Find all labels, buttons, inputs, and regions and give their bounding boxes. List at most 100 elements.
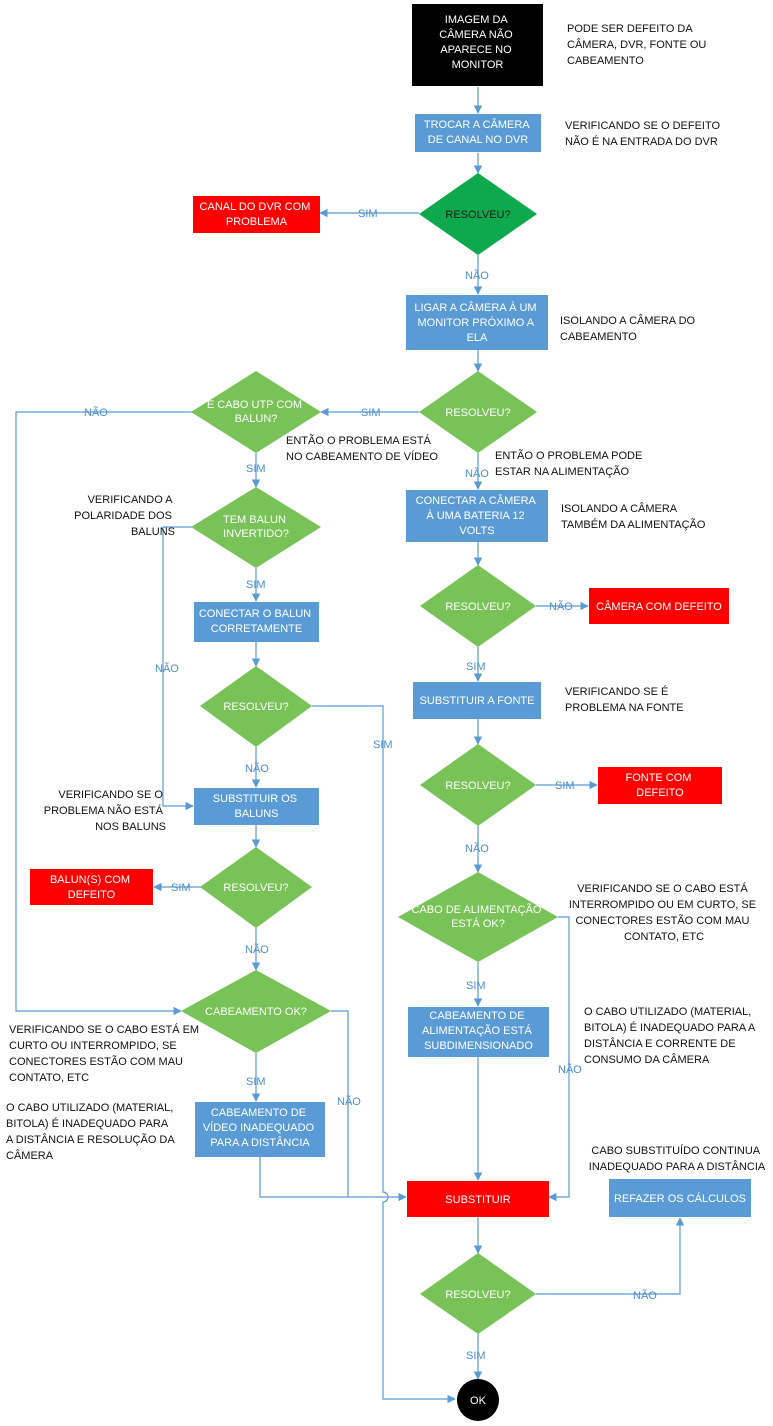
decision-resolveu-1: RESOLVEU? — [419, 173, 537, 255]
note: ISOLANDO A CÂMERA TAMBÉM DA ALIMENTAÇÃO — [561, 502, 706, 531]
edge-label-no: NÃO — [465, 842, 489, 855]
edge-label-yes: SIM — [246, 579, 266, 591]
decision-utp-balun: É CABO UTP COM BALUN? — [191, 371, 321, 453]
alert-baluns-defeito: BALUN(S) COM DEFEITO — [30, 869, 153, 905]
connector — [259, 1157, 407, 1202]
svg-text:CÂMERA COM DEFEITO: CÂMERA COM DEFEITO — [596, 600, 722, 613]
decision-resolveu-7: RESOLVEU? — [420, 1253, 536, 1334]
edge-label-yes: SIM — [466, 1350, 486, 1362]
note: VERIFICANDO SE O PROBLEMA NÃO ESTÁ NOS B… — [44, 789, 166, 833]
edge-label-yes: SIM — [466, 980, 486, 992]
svg-text:REFAZER OS CÁLCULOS: REFAZER OS CÁLCULOS — [614, 1192, 746, 1205]
svg-text:CONECTAR O BALUN CORRE: CONECTAR O BALUN CORRETAMENTE — [199, 608, 314, 635]
end-node: OK — [457, 1379, 499, 1421]
note: VERIFICANDO SE O CABO ESTÁ INTERROMPIDO … — [569, 882, 759, 943]
edge-label-yes: SIM — [171, 882, 191, 894]
svg-text:BALUN(S) COM DEFEITO: BALUN(S) COM DEFEITO — [50, 874, 133, 901]
connector — [548, 916, 570, 1202]
note: VERIFICANDO A POLARIDADE DOS BALUNS — [74, 494, 175, 538]
process-ligar-monitor: LIGAR A CÂMERA À UM MONITOR PRÓXIMO A EL… — [406, 295, 548, 350]
edge-label-no: NÃO — [549, 600, 573, 613]
decision-cabo-alimentacao: CABO DE ALIMENTAÇÃO ESTÁ OK? — [398, 872, 558, 962]
process-conectar-bateria: CONECTAR A CÂMERA À UMA BATERIA 12 VOLTS — [406, 490, 548, 542]
decision-cabeamento-ok: CABEAMENTO OK? — [181, 970, 331, 1053]
process-substituir-fonte: SUBSTITUIR A FONTE — [413, 682, 541, 719]
note: VERIFICANDO SE O DEFEITO NÃO É NA ENTRAD… — [565, 120, 723, 148]
svg-text:RESOLVEU?: RESOLVEU? — [445, 407, 510, 419]
edge-labels: SIM NÃO SIM NÃO NÃO SIM SIM NÃO NÃO SIM … — [84, 208, 657, 1362]
note: O CABO UTILIZADO (MATERIAL, BITOLA) É IN… — [6, 1102, 177, 1162]
edge-label-no: NÃO — [245, 762, 269, 775]
svg-text:FONTE COM DEFEITO: FONTE COM DEFEITO — [625, 772, 694, 799]
note: VERIFICANDO SE O CABO ESTÁ EM CURTO OU I… — [9, 1023, 202, 1084]
svg-text:TROCAR A CÂMERA DE CAN: TROCAR A CÂMERA DE CANAL NO DVR — [424, 118, 532, 146]
svg-text:LIGAR A CÂMERA À UM MO: LIGAR A CÂMERA À UM MONITOR PRÓXIMO A EL… — [414, 301, 539, 344]
svg-text:OK: OK — [470, 1395, 487, 1407]
edge-label-no: NÃO — [558, 1063, 582, 1076]
edge-label-no: NÃO — [465, 269, 489, 282]
svg-text:É CABO UTP COM BALUN?: É CABO UTP COM BALUN? — [207, 398, 305, 425]
note: VERIFICANDO SE É PROBLEMA NA FONTE — [565, 685, 684, 714]
connector — [331, 1010, 349, 1197]
process-trocar-canal: TROCAR A CÂMERA DE CANAL NO DVR — [415, 114, 541, 152]
svg-text:CANAL DO DVR COM PROBL: CANAL DO DVR COM PROBLEMA — [200, 201, 314, 228]
svg-text:CABO DE ALIMENTAÇÃO ES: CABO DE ALIMENTAÇÃO ESTÁ OK? — [411, 903, 544, 930]
edge-label-no: NÃO — [84, 406, 108, 419]
svg-text:CABEAMENTO DE VÍDEO IN: CABEAMENTO DE VÍDEO INADEQUADO PARA A DI… — [203, 1107, 317, 1149]
connectors — [15, 87, 685, 1404]
svg-text:RESOLVEU?: RESOLVEU? — [445, 209, 510, 221]
alert-canal-dvr: CANAL DO DVR COM PROBLEMA — [193, 196, 320, 233]
connector — [15, 411, 193, 1016]
svg-text:SUBSTITUIR OS BALUNS: SUBSTITUIR OS BALUNS — [213, 793, 300, 820]
edge-label-yes: SIM — [358, 208, 378, 220]
svg-text:CONECTAR A CÂMERA À UM: CONECTAR A CÂMERA À UMA BATERIA 12 VOLTS — [416, 494, 539, 537]
decision-resolveu-2: RESOLVEU? — [419, 371, 537, 453]
svg-text:SUBSTITUIR: SUBSTITUIR — [445, 1194, 510, 1206]
nodes: IMAGEM DA CÂMERA NÃO APARECE NO MONITOR … — [30, 4, 751, 1421]
process-cabeamento-alimentacao: CABEAMENTO DE ALIMENTAÇÃO ESTÁ SUBDIMENS… — [408, 1007, 549, 1057]
annotations: PODE SER DEFEITO DA CÂMERA, DVR, FONTE O… — [6, 23, 766, 1173]
note: ENTÃO O PROBLEMA ESTÁ NO CABEAMENTO DE V… — [286, 434, 438, 463]
edge-label-no: NÃO — [465, 467, 489, 480]
svg-text:RESOLVEU?: RESOLVEU? — [223, 882, 288, 894]
decision-balun-invertido: TEM BALUN INVERTIDO? — [191, 487, 321, 568]
process-conectar-balun: CONECTAR O BALUN CORRETAMENTE — [194, 602, 319, 642]
connector — [162, 526, 194, 811]
note: ISOLANDO A CÂMERA DO CABEAMENTO — [560, 314, 698, 343]
alert-fonte-defeito: FONTE COM DEFEITO — [598, 767, 722, 804]
process-refazer-calculos: REFAZER OS CÁLCULOS — [609, 1179, 751, 1217]
svg-text:IMAGEM DA CÂMERA NÃO: IMAGEM DA CÂMERA NÃO APARECE NO MONITOR — [439, 14, 515, 71]
process-cabeamento-video: CABEAMENTO DE VÍDEO INADEQUADO PARA A DI… — [195, 1102, 325, 1157]
note: O CABO UTILIZADO (MATERIAL, BITOLA) É IN… — [584, 1006, 758, 1066]
start-node: IMAGEM DA CÂMERA NÃO APARECE NO MONITOR — [412, 4, 543, 86]
decision-resolveu-4: RESOLVEU? — [200, 847, 312, 928]
edge-label-yes: SIM — [246, 463, 266, 475]
svg-text:RESOLVEU?: RESOLVEU? — [445, 601, 510, 613]
process-substituir-baluns: SUBSTITUIR OS BALUNS — [194, 788, 319, 825]
decision-resolveu-5: RESOLVEU? — [420, 565, 536, 647]
note: CABO SUBSTITUÍDO CONTINUA INADEQUADO PAR… — [589, 1144, 766, 1173]
edge-label-no: NÃO — [337, 1095, 361, 1108]
edge-label-yes: SIM — [373, 739, 393, 751]
connector — [312, 705, 456, 1404]
svg-text:RESOLVEU?: RESOLVEU? — [445, 780, 510, 792]
alert-camera-defeito: CÂMERA COM DEFEITO — [589, 588, 729, 624]
alert-substituir: SUBSTITUIR — [407, 1181, 549, 1217]
svg-text:TEM BALUN INVERTIDO?: TEM BALUN INVERTIDO? — [223, 514, 289, 540]
svg-text:RESOLVEU?: RESOLVEU? — [445, 1289, 510, 1301]
note: PODE SER DEFEITO DA CÂMERA, DVR, FONTE O… — [567, 23, 709, 67]
edge-label-no: NÃO — [245, 943, 269, 956]
svg-text:SUBSTITUIR A FONTE: SUBSTITUIR A FONTE — [420, 695, 535, 707]
edge-label-no: NÃO — [155, 662, 179, 675]
note: ENTÃO O PROBLEMA PODE ESTAR NA ALIMENTAÇ… — [495, 449, 645, 478]
svg-text:CABEAMENTO DE ALIMENTA: CABEAMENTO DE ALIMENTAÇÃO ESTÁ SUBDIMENS… — [422, 1010, 535, 1052]
connector — [536, 1217, 685, 1295]
edge-label-yes: SIM — [361, 407, 381, 419]
edge-label-yes: SIM — [555, 780, 575, 792]
svg-text:CABEAMENTO OK?: CABEAMENTO OK? — [205, 1006, 307, 1018]
decision-resolveu-6: RESOLVEU? — [420, 744, 536, 826]
edge-label-no: NÃO — [633, 1289, 657, 1302]
edge-label-yes: SIM — [246, 1076, 266, 1088]
edge-label-yes: SIM — [466, 661, 486, 673]
